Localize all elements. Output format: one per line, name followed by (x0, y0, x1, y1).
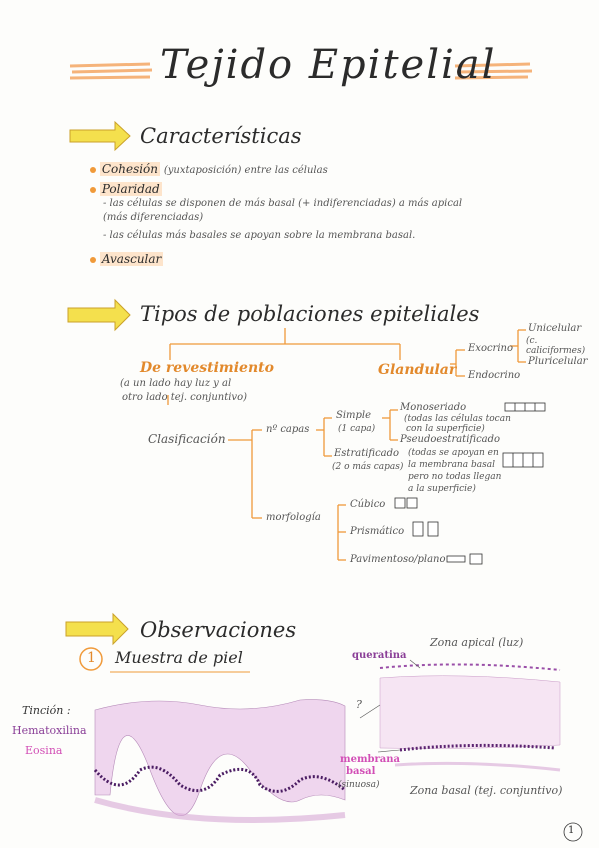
list-item: Avascular (90, 252, 164, 266)
prismatico-label: Prismático (350, 526, 405, 537)
endocrino-label: Endocrino (468, 370, 521, 381)
capas-label: nº capas (266, 424, 310, 435)
cubico-label: Cúbico (350, 499, 386, 510)
glandular-label: Glandular (378, 362, 457, 378)
pavimentoso-label: Pavimentoso/plano (350, 554, 446, 565)
unicelular-label: Unicelular (528, 323, 582, 334)
monoseriado-note-1: (todas las células tocan (404, 414, 511, 424)
sample-number: 1 (87, 650, 96, 666)
question-mark: ? (356, 698, 362, 711)
queratina-label: queratina (352, 650, 407, 661)
section-heading-observaciones: Observaciones (140, 618, 297, 642)
section-heading-tipos: Tipos de poblaciones epiteliales (140, 302, 480, 326)
simple-label: Simple (336, 410, 372, 421)
avascular-label: Avascular (99, 252, 164, 266)
list-item: Polaridad (90, 182, 162, 196)
revestimiento-label: De revestimiento (140, 360, 274, 376)
basal-label: basal (346, 766, 376, 777)
monoseriado-note-2: con la superficie) (406, 424, 485, 434)
hematoxilina-label: Hematoxilina (12, 724, 87, 737)
polaridad-label: Polaridad (99, 182, 162, 196)
revestimiento-note-2: otro lado tej. conjuntivo) (122, 392, 248, 403)
sinuosa-label: (sinuosa) (338, 780, 380, 790)
unicelular-note: (c. caliciformes) (526, 336, 586, 356)
tincion-label: Tinción : (22, 704, 71, 717)
estratificado-note: (2 o más capas) (332, 462, 404, 472)
pseudo-note-2: la membrana basal (408, 460, 495, 470)
polaridad-sub-2: (más diferenciadas) (103, 212, 204, 223)
zona-apical-label: Zona apical (luz) (430, 636, 524, 649)
page-title: Tejido Epitelial (160, 42, 497, 88)
eosina-label: Eosina (25, 744, 63, 757)
list-item: Cohesión (yuxtaposición) entre las célul… (90, 162, 328, 176)
bullet-icon (90, 257, 96, 263)
bullet-icon (90, 187, 96, 193)
estratificado-label: Estratificado (334, 448, 400, 459)
clasificacion-label: Clasificación (148, 432, 226, 446)
simple-note: (1 capa) (338, 424, 376, 434)
polaridad-sub-3: - las células más basales se apoyan sobr… (103, 230, 416, 241)
muestra-label: Muestra de piel (115, 648, 243, 667)
pseudo-note-3: pero no todas llegan (408, 472, 502, 482)
membrana-label: membrana (340, 754, 401, 765)
polaridad-sub-1: - las células se disponen de más basal (… (103, 198, 463, 209)
cohesion-note: (yuxtaposición) entre las células (163, 165, 328, 176)
arrow-icon (65, 120, 131, 646)
pseudo-label: Pseudoestratificado (400, 434, 501, 445)
pluricelular-label: Pluricelular (528, 356, 588, 367)
zona-basal-label: Zona basal (tej. conjuntivo) (410, 784, 563, 797)
morfologia-label: morfología (266, 512, 321, 523)
exocrino-label: Exocrino (468, 343, 513, 354)
revestimiento-note-1: (a un lado hay luz y al (120, 378, 232, 389)
section-heading-caracteristicas: Características (140, 124, 302, 148)
bullet-icon (90, 167, 96, 173)
pseudo-note-1: (todas se apoyan en (408, 448, 499, 458)
cohesion-label: Cohesión (99, 162, 161, 176)
pseudo-note-4: a la superficie) (408, 484, 476, 494)
monoseriado-label: Monoseriado (400, 402, 467, 413)
page-number: 1 (568, 825, 575, 836)
